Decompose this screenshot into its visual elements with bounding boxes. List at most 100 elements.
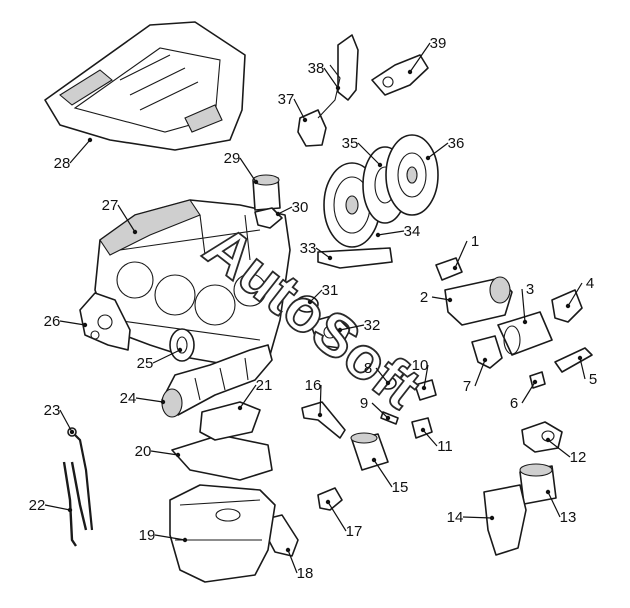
oil-filter bbox=[519, 463, 557, 505]
callout-28: 28 bbox=[54, 137, 93, 172]
leader-dot bbox=[407, 69, 413, 75]
leader-line bbox=[59, 409, 73, 433]
leader-dot bbox=[385, 380, 391, 386]
callout-number: 24 bbox=[120, 390, 137, 407]
leader-dot bbox=[335, 85, 341, 91]
leader-line bbox=[371, 402, 389, 419]
callout-1: 1 bbox=[452, 233, 479, 271]
callout-number: 8 bbox=[364, 360, 372, 377]
callout-19: 19 bbox=[139, 527, 188, 544]
switch-10 bbox=[414, 379, 437, 401]
callout-38: 38 bbox=[308, 60, 341, 91]
leader-dot bbox=[447, 297, 453, 303]
leader-line bbox=[547, 439, 571, 458]
leader-dot bbox=[160, 399, 166, 405]
callout-number: 15 bbox=[392, 479, 409, 496]
leader-line bbox=[431, 296, 451, 301]
callout-number: 5 bbox=[589, 371, 597, 388]
callout-number: 31 bbox=[322, 282, 339, 299]
callout-30: 30 bbox=[275, 199, 308, 217]
leader-dot bbox=[82, 322, 88, 328]
callout-number: 11 bbox=[437, 438, 453, 455]
callout-17: 17 bbox=[325, 499, 363, 540]
leader-line bbox=[287, 549, 298, 574]
leader-dot bbox=[532, 379, 538, 385]
water-pump bbox=[309, 314, 351, 349]
callout-number: 7 bbox=[463, 378, 471, 395]
part-1-cap bbox=[435, 257, 463, 281]
leader-dot bbox=[545, 489, 551, 495]
leader-dot bbox=[307, 299, 313, 305]
callout-34: 34 bbox=[375, 223, 420, 240]
timing-cover-plate bbox=[79, 292, 131, 351]
callout-35: 35 bbox=[342, 135, 383, 168]
callout-number: 17 bbox=[346, 523, 363, 540]
leader-dot bbox=[302, 117, 308, 123]
callout-number: 36 bbox=[448, 135, 465, 152]
callout-8: 8 bbox=[364, 360, 391, 386]
leader-dot bbox=[132, 229, 138, 235]
callout-number: 10 bbox=[412, 357, 429, 374]
callout-12: 12 bbox=[545, 437, 587, 466]
callout-number: 9 bbox=[360, 395, 368, 412]
leader-line bbox=[339, 324, 365, 331]
switch-11 bbox=[411, 417, 433, 439]
callout-16: 16 bbox=[305, 377, 323, 418]
leader-dot bbox=[385, 415, 391, 421]
thermostat-housing bbox=[471, 335, 503, 369]
leader-dot bbox=[371, 457, 377, 463]
callout-27: 27 bbox=[102, 197, 138, 235]
callout-18: 18 bbox=[285, 547, 313, 582]
oil-pan bbox=[169, 484, 276, 583]
filter-bracket bbox=[483, 484, 527, 556]
leader-line bbox=[239, 384, 257, 409]
leader-line bbox=[462, 516, 493, 519]
callout-5: 5 bbox=[577, 355, 597, 388]
callout-number: 26 bbox=[44, 313, 61, 330]
callout-number: 39 bbox=[430, 35, 447, 52]
leader-dot bbox=[275, 211, 281, 217]
leader-dot bbox=[253, 179, 259, 185]
leader-dot bbox=[452, 265, 458, 271]
bracket-21 bbox=[199, 401, 261, 441]
callout-13: 13 bbox=[545, 489, 576, 526]
callout-15: 15 bbox=[371, 457, 409, 496]
callout-29: 29 bbox=[224, 150, 259, 185]
leader-dot bbox=[337, 327, 343, 333]
oil-cooler bbox=[521, 421, 563, 453]
leader-line bbox=[567, 282, 583, 307]
callout-number: 1 bbox=[471, 233, 479, 250]
leader-dot bbox=[87, 137, 93, 143]
leader-line bbox=[521, 288, 526, 323]
callout-number: 29 bbox=[224, 150, 241, 167]
callout-number: 32 bbox=[364, 317, 381, 334]
callout-number: 2 bbox=[420, 289, 428, 306]
pulley bbox=[169, 328, 195, 362]
callout-number: 12 bbox=[570, 449, 587, 466]
leader-line bbox=[547, 491, 561, 518]
callout-number: 23 bbox=[44, 402, 61, 419]
callout-number: 4 bbox=[586, 275, 594, 292]
leader-dot bbox=[325, 499, 331, 505]
leader-dot bbox=[237, 405, 243, 411]
callout-number: 35 bbox=[342, 135, 359, 152]
callout-number: 14 bbox=[447, 509, 464, 526]
pressure-plate bbox=[385, 134, 439, 216]
leader-line bbox=[117, 204, 136, 233]
alternator bbox=[497, 311, 553, 356]
oil-filter-15 bbox=[350, 432, 389, 471]
leader-line bbox=[327, 501, 347, 532]
callout-number: 6 bbox=[510, 395, 518, 412]
leader-dot bbox=[577, 355, 583, 361]
engine-mount-39 bbox=[371, 54, 429, 96]
callout-14: 14 bbox=[447, 509, 495, 526]
leader-dot bbox=[545, 437, 551, 443]
leader-dot bbox=[421, 385, 427, 391]
callout-24: 24 bbox=[120, 390, 166, 407]
dipstick-tube bbox=[62, 461, 88, 547]
leader-line bbox=[69, 139, 91, 164]
callout-21: 21 bbox=[237, 377, 272, 411]
callout-number: 25 bbox=[137, 355, 154, 372]
callout-3: 3 bbox=[521, 281, 534, 325]
